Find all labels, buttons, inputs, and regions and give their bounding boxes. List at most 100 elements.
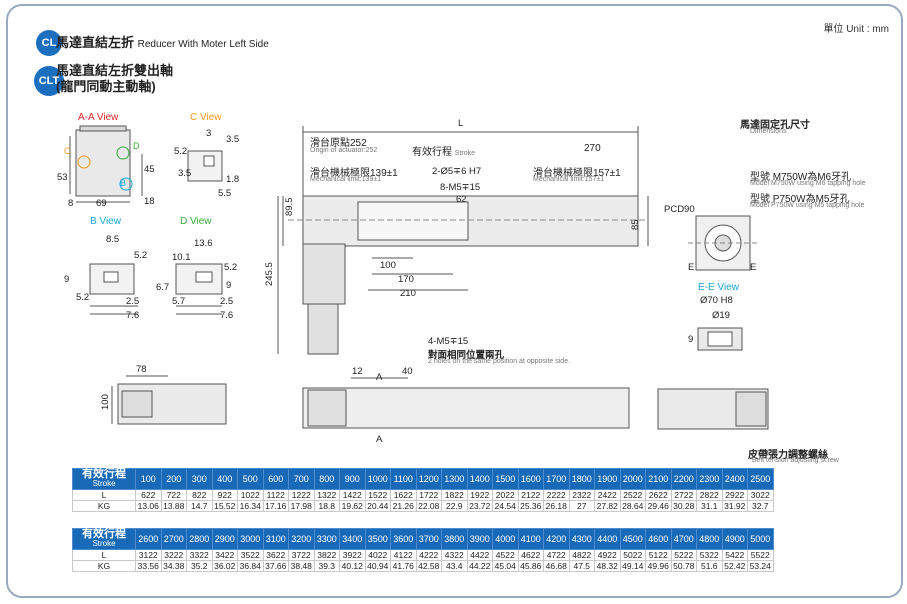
t1-KG: 28.64 [619,500,646,512]
d-dim-13-6: 13.6 [194,238,213,249]
t2-L: 5522 [747,549,774,561]
t1-stroke: 1700 [543,468,570,490]
ee-view-label: E-E View [698,282,739,293]
holes-label-zh: 對面相同位置兩孔 [428,350,505,361]
d-dim-6-7: 6.7 [156,282,170,293]
cl-badge: CL [36,30,62,56]
t2-KG: 44.22 [466,560,493,572]
t1-L: 622 [135,489,162,501]
t1-L: 722 [160,489,187,501]
t2-L: 4122 [390,549,417,561]
t1-L: 1322 [313,489,340,501]
t2-stroke: 3900 [466,528,493,550]
t2-L: 3822 [313,549,340,561]
bottom-dim-40: 40 [402,366,413,377]
t1-L: 2822 [696,489,723,501]
model-m750w: 型號 M750W為M6牙孔 [750,172,852,183]
t1-L: 2122 [517,489,544,501]
d-dim-10-1: 10.1 [172,252,191,263]
t1-KG: 18.8 [313,500,340,512]
c-dim-3: 3 [206,128,212,139]
t2-KG: 49.14 [619,560,646,572]
t1-stroke: 2400 [721,468,748,490]
t1-L: 1822 [441,489,468,501]
t1-L: 1222 [288,489,315,501]
t2-stroke: 2900 [211,528,238,550]
clt-title: 馬達直結左折雙出軸(龍門同動主動軸) [56,63,173,95]
t2-L: 3122 [135,549,162,561]
t1-KG: 22.08 [415,500,442,512]
b-dim-5-2: 5.2 [134,250,148,261]
technical-drawing [69,125,769,430]
dim-62: 62 [456,194,467,205]
table2-header-zh: 有效行程 [82,528,126,540]
t1-L: 2622 [645,489,672,501]
aa-dim-8: 8 [68,198,74,209]
t1-stroke: 1300 [441,468,468,490]
t2-stroke: 3100 [262,528,289,550]
t2-KG: 45.86 [517,560,544,572]
pcd-label: PCD90 [664,204,695,215]
t1-stroke: 400 [211,468,238,490]
t1-KG: 14.7 [186,500,213,512]
t1-stroke: 200 [160,468,187,490]
clt-badge: CLT [34,66,64,96]
dim-85: 85 [630,219,641,230]
dim-100: 100 [380,260,396,271]
t2-L: 3922 [339,549,366,561]
t1-L: 2422 [594,489,621,501]
fix-hole-title: 馬達固定孔尺寸 [740,120,810,131]
t2-L: 4222 [415,549,442,561]
dim-245-5: 245.5 [264,262,275,286]
t2-L: 4522 [492,549,519,561]
c-view-label: C View [190,112,222,123]
t2-KG: 43.4 [441,560,468,572]
d-marker: D [133,141,140,151]
c-dim-5-5: 5.5 [218,188,232,199]
t2-KG: 36.02 [211,560,238,572]
stroke-label-zh: 有效行程 [412,147,452,158]
aa-view-label: A-A View [78,112,119,123]
t2-KG: 38.48 [288,560,315,572]
b-dim-9: 9 [64,274,70,285]
aa-view-body [75,129,131,197]
t2-stroke: 2600 [135,528,162,550]
b-view-label: B View [90,216,121,227]
section-a-top: A [376,372,383,383]
t1-KG: 21.26 [390,500,417,512]
t1-L: 2322 [568,489,595,501]
clt-title-line1: 馬達直結左折雙出軸 [56,63,174,78]
model-p750w-en: Model P750W using M5 tapping hole [750,202,865,209]
unit-label: 單位 Unit : mm [823,24,889,35]
t2-stroke: 4300 [568,528,595,550]
table1-header-zh: 有效行程 [82,468,126,480]
t2-KG: 34.38 [160,560,187,572]
t2-KG: 40.94 [364,560,391,572]
t1-L: 1622 [390,489,417,501]
actuator-rail [302,195,639,247]
t2-L: 3522 [237,549,264,561]
t1-row-label: KG [72,500,136,512]
t2-row-label: KG [72,560,136,572]
section-a-bottom: A [376,434,383,445]
t2-KG: 52.42 [721,560,748,572]
t1-stroke: 900 [339,468,366,490]
t2-stroke: 4500 [619,528,646,550]
t2-L: 4422 [466,549,493,561]
pin-hole-label: 2-Ø5∓6 H7 [432,166,482,177]
datasheet-frame: 單位 Unit : mm CL 馬達直結左折 Reducer With Mote… [6,4,903,598]
ee-dim-19: Ø19 [712,310,730,321]
t1-L: 1122 [262,489,289,501]
belt-label-en: Belt tension adjusting screw [752,457,839,464]
t1-KG: 17.16 [262,500,289,512]
screw-label: 8-M5∓15 [440,182,481,193]
t2-stroke: 4600 [645,528,672,550]
t2-L: 4822 [568,549,595,561]
t1-KG: 23.72 [466,500,493,512]
